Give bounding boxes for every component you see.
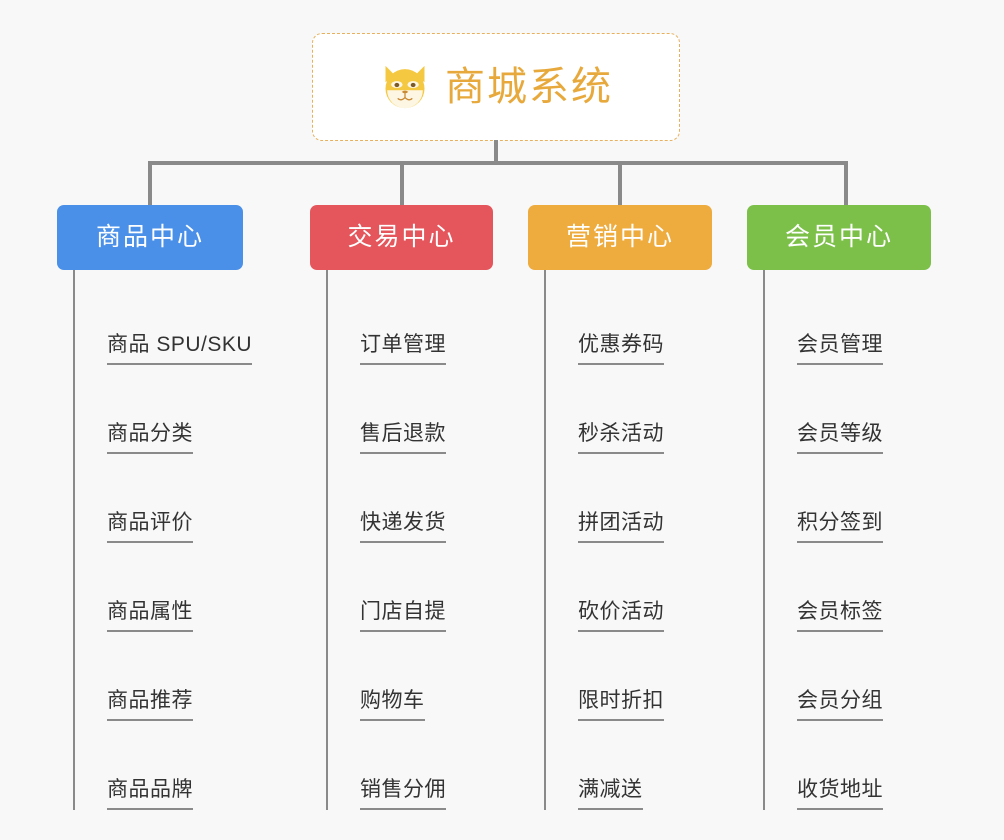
root-title: 商城系统 [445,65,613,109]
column-marketing-center: 营销中心 优惠券码 秒杀活动 拼团活动 砍价活动 限时折扣 满减送 [528,205,712,810]
list-item[interactable]: 商品属性 [75,543,243,632]
list-item[interactable]: 拼团活动 [546,454,712,543]
connector-root-trunk [494,140,498,164]
leaf-label: 商品分类 [107,421,193,445]
connector-drop-3 [618,161,622,207]
list-item[interactable]: 优惠券码 [546,276,712,365]
list-item[interactable]: 快递发货 [328,454,493,543]
leaf-label: 商品 SPU/SKU [107,332,253,356]
leaf-label: 商品推荐 [107,688,193,712]
category-label: 交易中心 [347,223,456,251]
column-product-center: 商品中心 商品 SPU/SKU 商品分类 商品评价 商品属性 商品推荐 商品品牌 [57,205,253,810]
category-box-product-center[interactable]: 商品中心 [57,205,243,270]
connector-drop-2 [400,161,404,207]
list-item[interactable]: 秒杀活动 [546,365,712,454]
list-item[interactable]: 会员标签 [765,543,931,632]
leaf-label: 商品属性 [107,599,193,623]
list-item[interactable]: 会员分组 [765,632,931,721]
list-item[interactable]: 限时折扣 [546,632,712,721]
category-label: 商品中心 [95,223,204,251]
leaf-label: 购物车 [360,688,425,712]
leaf-list: 订单管理 售后退款 快递发货 门店自提 购物车 销售分佣 [326,270,493,810]
leaf-label: 订单管理 [360,332,446,356]
list-item[interactable]: 满减送 [546,721,712,810]
connector-horizontal-bus [148,161,848,165]
column-member-center: 会员中心 会员管理 会员等级 积分签到 会员标签 会员分组 收货地址 [747,205,931,810]
leaf-label: 商品评价 [107,510,193,534]
leaf-label: 会员标签 [797,599,883,623]
leaf-label: 会员管理 [797,332,883,356]
leaf-label: 砍价活动 [578,599,664,623]
leaf-list: 会员管理 会员等级 积分签到 会员标签 会员分组 收货地址 [763,270,931,810]
list-item[interactable]: 售后退款 [328,365,493,454]
leaf-list: 优惠券码 秒杀活动 拼团活动 砍价活动 限时折扣 满减送 [544,270,712,810]
leaf-label: 商品品牌 [107,777,193,801]
leaf-label: 收货地址 [797,777,883,801]
list-item[interactable]: 会员等级 [765,365,931,454]
list-item[interactable]: 商品评价 [75,454,243,543]
leaf-label: 快递发货 [360,510,446,534]
leaf-label: 优惠券码 [578,332,664,356]
leaf-label: 会员分组 [797,688,883,712]
list-item[interactable]: 会员管理 [765,276,931,365]
list-item[interactable]: 商品推荐 [75,632,243,721]
list-item[interactable]: 收货地址 [765,721,931,810]
list-item[interactable]: 商品 SPU/SKU [75,276,253,365]
list-item[interactable]: 商品分类 [75,365,243,454]
category-box-member-center[interactable]: 会员中心 [747,205,931,270]
leaf-label: 会员等级 [797,421,883,445]
leaf-label: 秒杀活动 [578,421,664,445]
list-item[interactable]: 购物车 [328,632,493,721]
list-item[interactable]: 门店自提 [328,543,493,632]
leaf-label: 销售分佣 [360,777,446,801]
leaf-label: 拼团活动 [578,510,664,534]
leaf-label: 售后退款 [360,421,446,445]
leaf-label: 满减送 [578,777,643,801]
list-item[interactable]: 商品品牌 [75,721,243,810]
root-node[interactable]: 商城系统 [312,33,680,141]
list-item[interactable]: 积分签到 [765,454,931,543]
connector-drop-1 [148,161,152,207]
connector-drop-4 [844,161,848,207]
category-box-trade-center[interactable]: 交易中心 [310,205,493,270]
category-box-marketing-center[interactable]: 营销中心 [528,205,712,270]
shiba-dog-face-icon [385,65,425,109]
leaf-label: 限时折扣 [578,688,664,712]
list-item[interactable]: 订单管理 [328,276,493,365]
list-item[interactable]: 砍价活动 [546,543,712,632]
list-item[interactable]: 销售分佣 [328,721,493,810]
leaf-list: 商品 SPU/SKU 商品分类 商品评价 商品属性 商品推荐 商品品牌 [73,270,253,810]
category-label: 会员中心 [784,223,893,251]
leaf-label: 积分签到 [797,510,883,534]
leaf-label: 门店自提 [360,599,446,623]
column-trade-center: 交易中心 订单管理 售后退款 快递发货 门店自提 购物车 销售分佣 [310,205,493,810]
category-label: 营销中心 [565,223,674,251]
